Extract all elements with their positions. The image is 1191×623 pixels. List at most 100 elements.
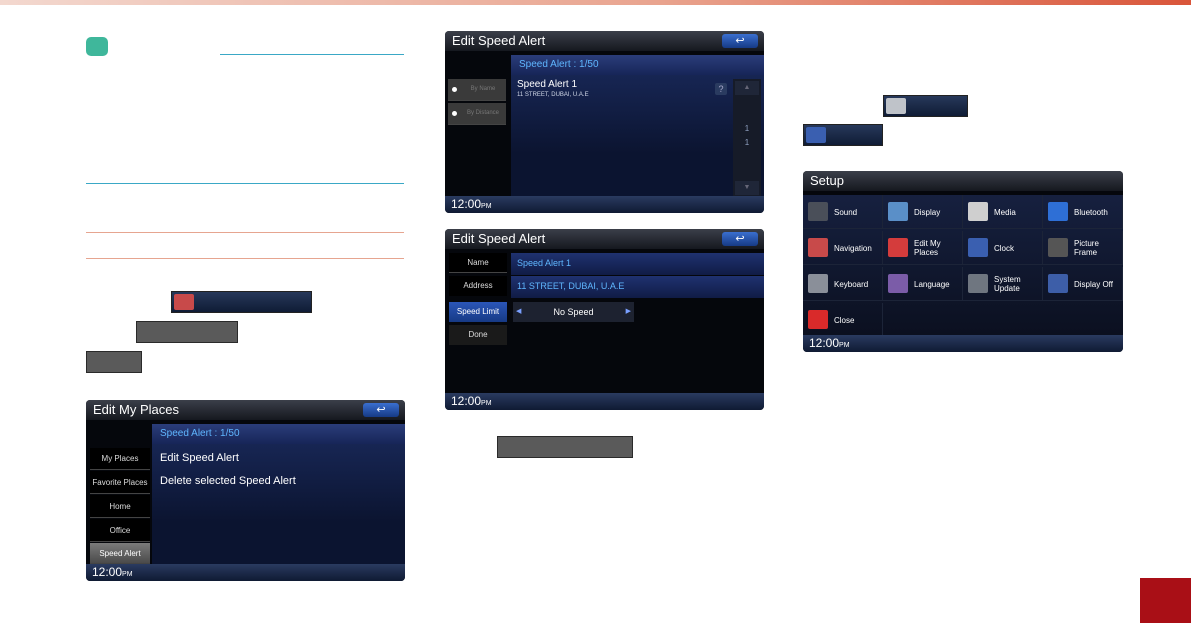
back-button[interactable]: ↩ (722, 34, 758, 48)
done-chip (497, 436, 633, 458)
clock-icon (968, 238, 988, 257)
list-item-name[interactable]: Speed Alert 1 (517, 79, 578, 90)
heading-underline (220, 54, 404, 55)
setup-item-label: Sound (834, 207, 858, 217)
setup-item-label: Display (914, 207, 941, 217)
menu-edit-speed-alert[interactable]: Edit Speed Alert (160, 452, 239, 464)
screen-title: Setup (803, 171, 1123, 191)
setup-item-close[interactable]: Close (803, 303, 883, 337)
page-total: 1 (744, 138, 750, 147)
sort-by-name-label: By Name (470, 86, 496, 92)
sound-icon (808, 202, 828, 221)
address-field[interactable]: 11 STREET, DUBAI, U.A.E (511, 276, 764, 298)
sort-by-name-button[interactable]: By Name (448, 79, 506, 101)
setup-item-picture-frame[interactable]: Picture Frame (1043, 231, 1123, 265)
setup-item-label: Media (994, 207, 1016, 217)
page-number-badge (1140, 578, 1191, 623)
setup-item-label: System Update (994, 275, 1021, 293)
edit-speed-alert-list-screen: Edit Speed Alert ↩ Speed Alert : 1/50 By… (445, 31, 764, 213)
setup-item-bluetooth[interactable]: Bluetooth (1043, 195, 1123, 229)
ampm-text: PM (481, 203, 492, 210)
setup-item-label: Display Off (1074, 279, 1113, 289)
content-panel (511, 55, 764, 196)
clock-text: 12:00 (451, 197, 482, 211)
section-divider (86, 183, 404, 184)
setup-item-system-update[interactable]: System Update (963, 267, 1043, 301)
edit-speed-alert-chip (86, 351, 142, 373)
tab-home[interactable]: Home (90, 495, 150, 518)
ampm-text: PM (839, 342, 850, 349)
display-icon (888, 202, 908, 221)
name-field[interactable]: Speed Alert 1 (511, 253, 764, 275)
list-header: Speed Alert : 1/50 (511, 55, 764, 75)
setup-item-sound[interactable]: Sound (803, 195, 883, 229)
system-update-icon (968, 274, 988, 293)
clock-icon (806, 127, 826, 143)
setup-item-label: Picture Frame (1074, 239, 1099, 257)
sort-by-distance-button[interactable]: By Distance (448, 103, 506, 125)
name-label[interactable]: Name (449, 253, 507, 273)
setup-item-keyboard[interactable]: Keyboard (803, 267, 883, 301)
scrollbar[interactable]: ▲ 1 1 ▼ (733, 79, 761, 197)
setup-item-clock[interactable]: Clock (963, 231, 1043, 265)
keyboard-icon (808, 274, 828, 293)
setup-item-media[interactable]: Media (963, 195, 1043, 229)
status-bar: 12:00PM (803, 335, 1123, 352)
scroll-up-icon[interactable]: ▲ (735, 81, 759, 95)
setup-item-display-off[interactable]: Display Off (1043, 267, 1123, 301)
back-button[interactable]: ↩ (722, 232, 758, 246)
increase-icon[interactable]: ▶ (625, 308, 631, 315)
speed-limit-stepper[interactable]: ◀ No Speed ▶ (513, 302, 634, 322)
setup-item-display[interactable]: Display (883, 195, 963, 229)
help-icon[interactable]: ? (715, 83, 727, 95)
done-button[interactable]: Done (449, 325, 507, 345)
screen-title-text: Edit Speed Alert (452, 231, 546, 246)
screen-title-text: Edit My Places (93, 402, 179, 417)
top-decorative-bar (0, 0, 1191, 5)
setup-icon (886, 98, 906, 114)
language-icon (888, 274, 908, 293)
clock-chip (803, 124, 883, 146)
radio-dot (452, 87, 457, 92)
close-icon (808, 310, 828, 329)
tab-my-places[interactable]: My Places (90, 448, 150, 470)
setup-item-label: Clock (994, 243, 1015, 253)
setup-item-label: Keyboard (834, 279, 869, 289)
setup-item-edit-my-places[interactable]: Edit My Places (883, 231, 963, 265)
bluetooth-icon (1048, 202, 1068, 221)
tab-favorite-places[interactable]: Favorite Places (90, 471, 150, 494)
setup-item-language[interactable]: Language (883, 267, 963, 301)
setup-chip (883, 95, 968, 117)
decrease-icon[interactable]: ◀ (516, 308, 522, 315)
status-bar: 12:00PM (445, 393, 764, 410)
sort-by-distance-label: By Distance (466, 110, 499, 116)
section-divider (86, 232, 404, 233)
list-header: Speed Alert : 1/50 (152, 424, 405, 444)
menu-delete-speed-alert[interactable]: Delete selected Speed Alert (160, 475, 296, 487)
page-current: 1 (744, 124, 750, 133)
setup-item-label: Language (914, 279, 950, 289)
address-label[interactable]: Address (449, 276, 507, 296)
speed-limit-button[interactable]: Speed Limit (449, 302, 507, 322)
clock-text: 12:00 (451, 394, 482, 408)
screen-title-text: Edit Speed Alert (452, 33, 546, 48)
setup-item-label: Bluetooth (1074, 207, 1108, 217)
picture-frame-icon (1048, 238, 1068, 257)
setup-item-navigation[interactable]: Navigation (803, 231, 883, 265)
ampm-text: PM (481, 400, 492, 407)
edit-my-places-screen: Edit My Places ↩ Speed Alert : 1/50 My P… (86, 400, 405, 581)
screen-title: Edit Speed Alert (445, 229, 764, 249)
tab-office[interactable]: Office (90, 519, 150, 542)
back-button[interactable]: ↩ (363, 403, 399, 417)
content-panel (152, 424, 405, 564)
scroll-down-icon[interactable]: ▼ (735, 181, 759, 195)
speed-alert-chip (136, 321, 238, 343)
setup-item-label: Close (834, 315, 855, 325)
radio-dot (452, 111, 457, 116)
tab-speed-alert[interactable]: Speed Alert (90, 543, 150, 564)
list-item-address: 11 STREET, DUBAI, U.A.E (517, 92, 589, 98)
navigation-icon (808, 238, 828, 257)
clock-text: 12:00 (92, 565, 123, 579)
